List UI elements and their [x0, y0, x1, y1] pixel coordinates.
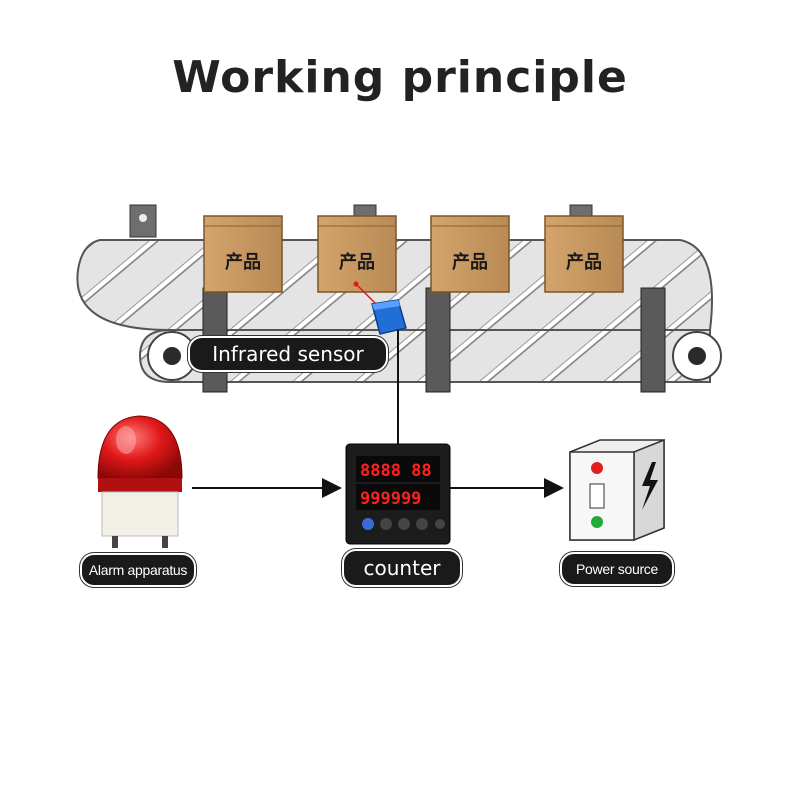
product-box: 产品 [317, 215, 397, 293]
alarm-lamp-icon [97, 415, 183, 548]
connections [192, 330, 564, 498]
infrared-sensor [353, 281, 407, 335]
counter-display-bottom: 999999 [360, 489, 421, 509]
alarm-apparatus-label: Alarm apparatus [80, 553, 196, 587]
product-label: 产品 [566, 251, 602, 273]
counter-label: counter [342, 549, 462, 587]
product-box: 产品 [203, 215, 283, 293]
infrared-sensor-label: Infrared sensor [188, 336, 388, 372]
product-label: 产品 [225, 251, 261, 273]
start-button-icon [591, 516, 603, 528]
right-roller [672, 331, 722, 381]
power-source-label: Power source [560, 552, 674, 586]
power-box-icon [569, 438, 665, 542]
conveyor-belt [76, 204, 722, 393]
diagram-title: Working principle [172, 52, 628, 103]
stop-button-icon [591, 462, 603, 474]
product-box: 产品 [544, 215, 624, 293]
infrared-beam [355, 283, 379, 307]
product-boxes: 产品 产品 产品 产品 [203, 215, 624, 293]
lightning-icon [642, 462, 658, 510]
product-box: 产品 [430, 215, 510, 293]
product-label: 产品 [452, 251, 488, 273]
counter-device-icon: 8888 88 999999 [345, 443, 451, 545]
counter-display-top: 8888 88 [360, 461, 432, 481]
product-label: 产品 [339, 251, 375, 273]
